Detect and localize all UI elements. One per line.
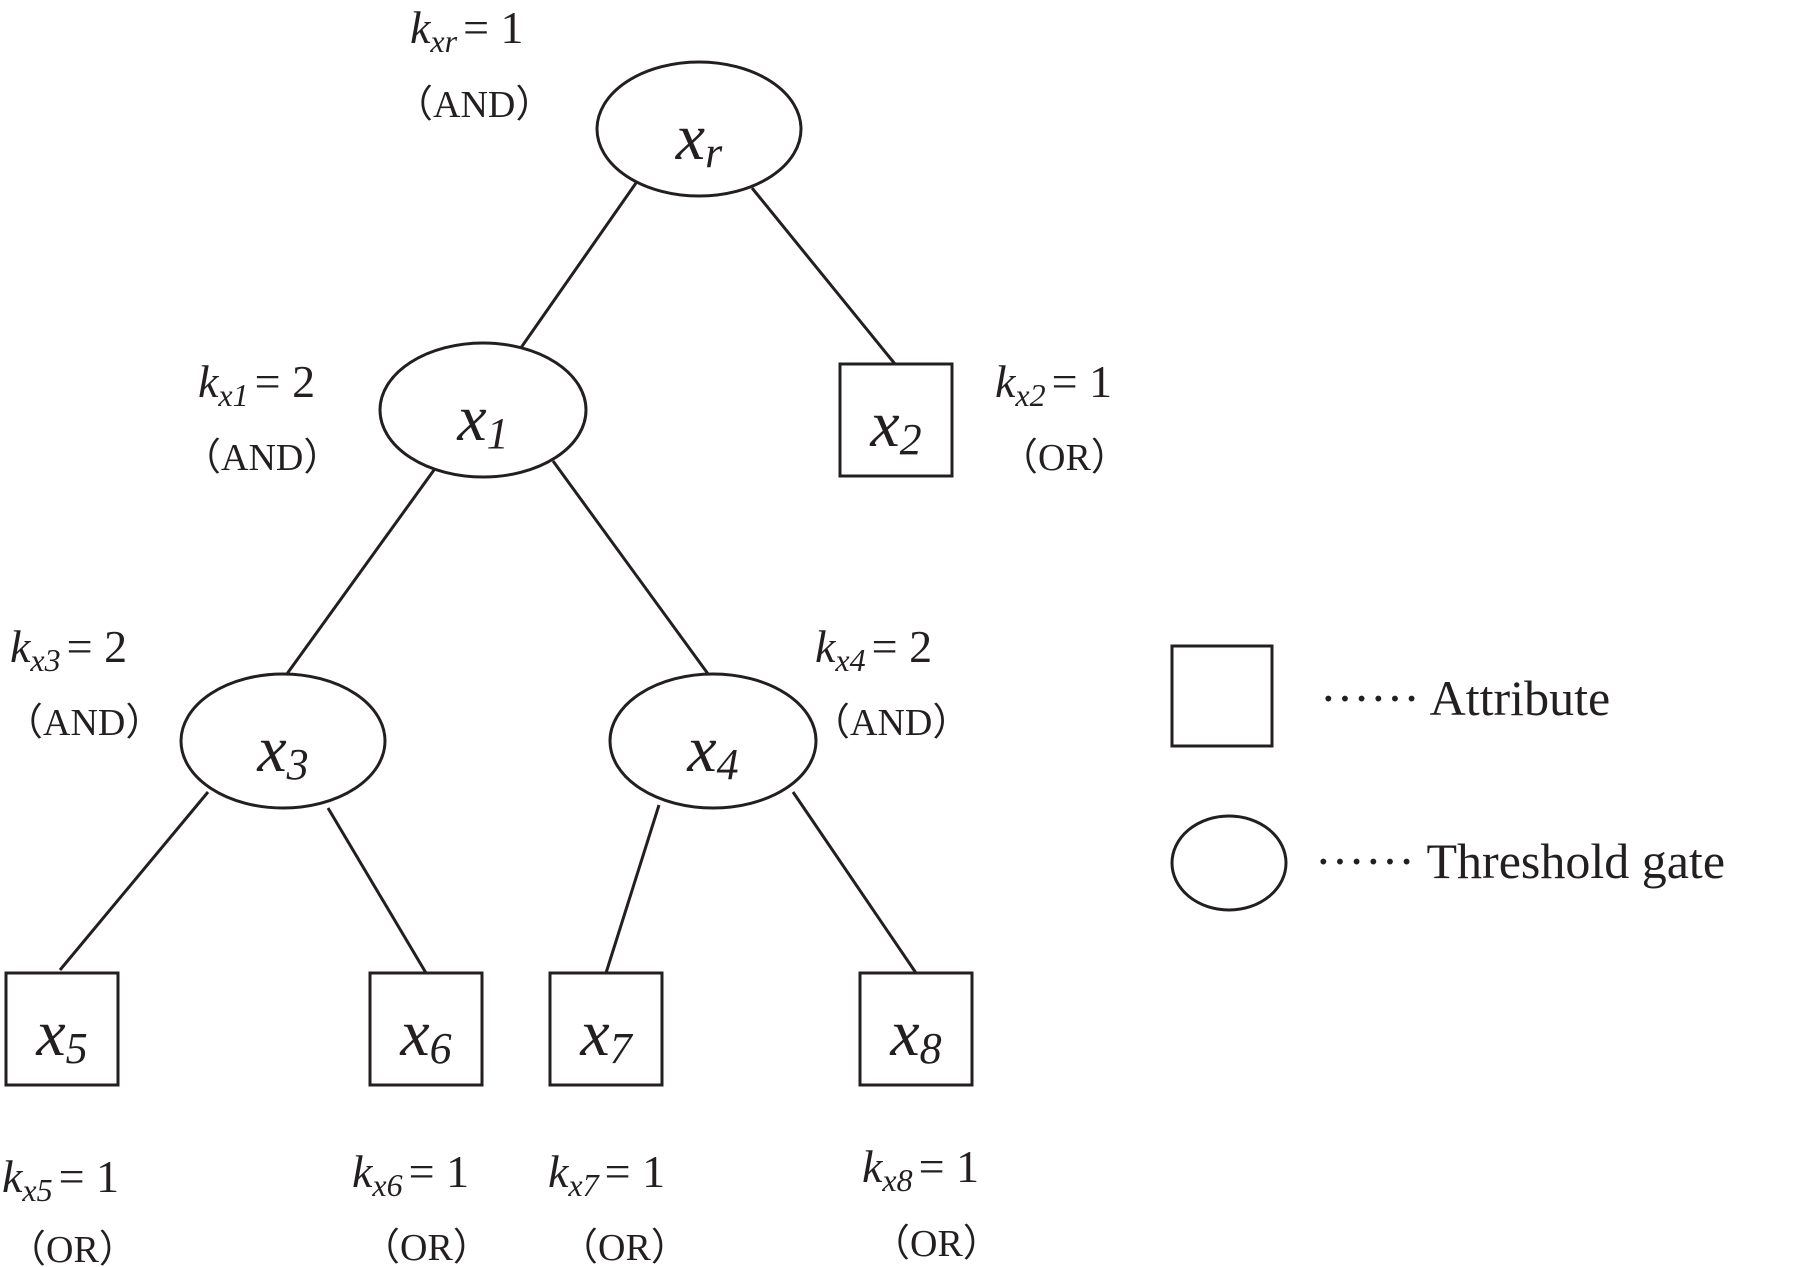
node-x8: x8 [858, 971, 974, 1087]
gate-type: （OR） [1000, 437, 1129, 479]
node-x3: x3 [179, 672, 387, 810]
threshold-value: kx5= 1 [2, 1151, 119, 1208]
node-label-x2: x2 [869, 388, 921, 464]
threshold-value: kx2= 1 [995, 356, 1112, 413]
tree-edges [58, 182, 918, 974]
node-x2: x2 [838, 362, 954, 478]
threshold-label-x6: kx6= 1 （OR） [352, 1146, 491, 1267]
node-label-xr: xr [675, 101, 723, 177]
threshold-label-x1: kx1= 2 （AND） [183, 356, 341, 479]
edge-x3-x5 [58, 791, 210, 971]
threshold-label-xr: kxr= 1 （AND） [395, 2, 553, 126]
threshold-value: kx7= 1 [548, 1146, 665, 1203]
node-label-x4: x4 [686, 713, 738, 789]
gate-type: （AND） [183, 437, 341, 479]
threshold-label-x7: kx7= 1 （OR） [548, 1146, 689, 1267]
threshold-label-x5: kx5= 1 （OR） [2, 1151, 137, 1267]
node-label-x6: x6 [399, 997, 451, 1073]
node-xr: xr [595, 60, 803, 198]
attribute-square [368, 971, 484, 1087]
threshold-label-x8: kx8= 1 （OR） [862, 1141, 1001, 1265]
node-x7: x7 [548, 971, 664, 1087]
threshold-gate-ellipse [179, 672, 387, 810]
attribute-square [548, 971, 664, 1087]
threshold-value: kx3= 2 [10, 621, 127, 678]
edge-xr-x2 [750, 187, 897, 365]
gate-type: （OR） [872, 1223, 1001, 1265]
threshold-value: kx1= 2 [198, 356, 315, 413]
edge-x4-x7 [604, 804, 661, 974]
legend-threshold-gate-ellipse [1170, 814, 1288, 912]
node-x1: x1 [378, 341, 588, 479]
legend-attribute-label: ······ Attribute [1320, 670, 1610, 726]
node-label-x8: x8 [889, 997, 941, 1073]
edge-x1-x3 [282, 469, 436, 679]
threshold-gate-ellipse [595, 60, 803, 198]
node-label-x3: x3 [256, 713, 308, 789]
legend: ······ Attribute ······ Threshold gate [1170, 644, 1725, 912]
node-x5: x5 [4, 971, 120, 1087]
gate-type: （OR） [560, 1227, 689, 1267]
gate-type: （AND） [395, 84, 553, 126]
node-label-x7: x7 [579, 997, 633, 1073]
node-label-x5: x5 [35, 997, 87, 1073]
attribute-square [4, 971, 120, 1087]
node-label-x1: x1 [456, 382, 508, 458]
threshold-value: kx8= 1 [862, 1141, 979, 1198]
gate-type: （AND） [812, 702, 970, 744]
edge-xr-x1 [516, 182, 638, 353]
threshold-value: kxr= 1 [410, 2, 524, 59]
threshold-label-x4: kx4= 2 （AND） [812, 621, 970, 744]
edge-x1-x4 [551, 460, 713, 679]
threshold-gate-ellipse [378, 341, 588, 479]
gate-type: （OR） [362, 1227, 491, 1267]
attribute-square [838, 362, 954, 478]
threshold-value: kx4= 2 [815, 621, 932, 678]
node-x6: x6 [368, 971, 484, 1087]
threshold-value: kx6= 1 [352, 1146, 469, 1203]
threshold-label-x2: kx2= 1 （OR） [995, 356, 1129, 479]
gate-type: （OR） [8, 1229, 137, 1267]
threshold-label-x3: kx3= 2 （AND） [5, 621, 163, 744]
edge-x3-x6 [326, 807, 428, 974]
legend-attribute-square [1170, 644, 1274, 748]
attribute-square [858, 971, 974, 1087]
edge-x4-x8 [791, 791, 918, 974]
threshold-gate-ellipse [608, 672, 818, 810]
gate-type: （AND） [5, 702, 163, 744]
legend-threshold-gate-label: ······ Threshold gate [1315, 833, 1725, 889]
node-x4: x4 [608, 672, 818, 810]
